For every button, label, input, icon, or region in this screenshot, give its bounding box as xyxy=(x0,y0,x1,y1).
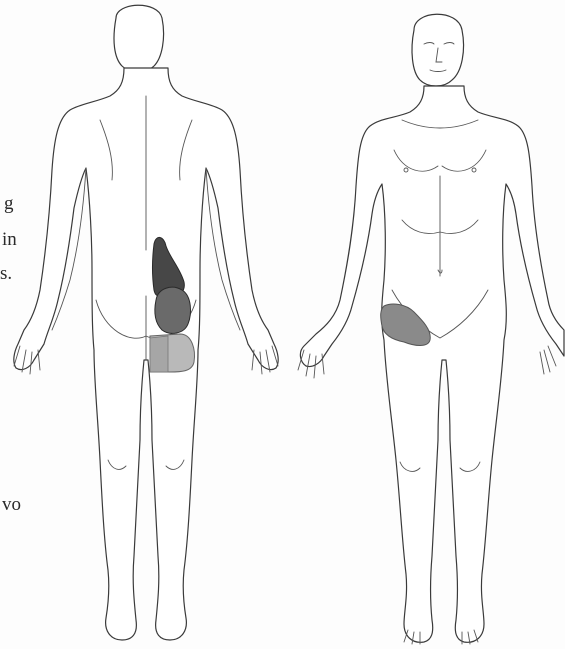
buttock-region-medium xyxy=(155,287,191,333)
posterior-body-outline xyxy=(14,5,278,640)
upper-thigh-region-lighter xyxy=(150,336,168,372)
anterior-body-outline xyxy=(298,14,564,644)
